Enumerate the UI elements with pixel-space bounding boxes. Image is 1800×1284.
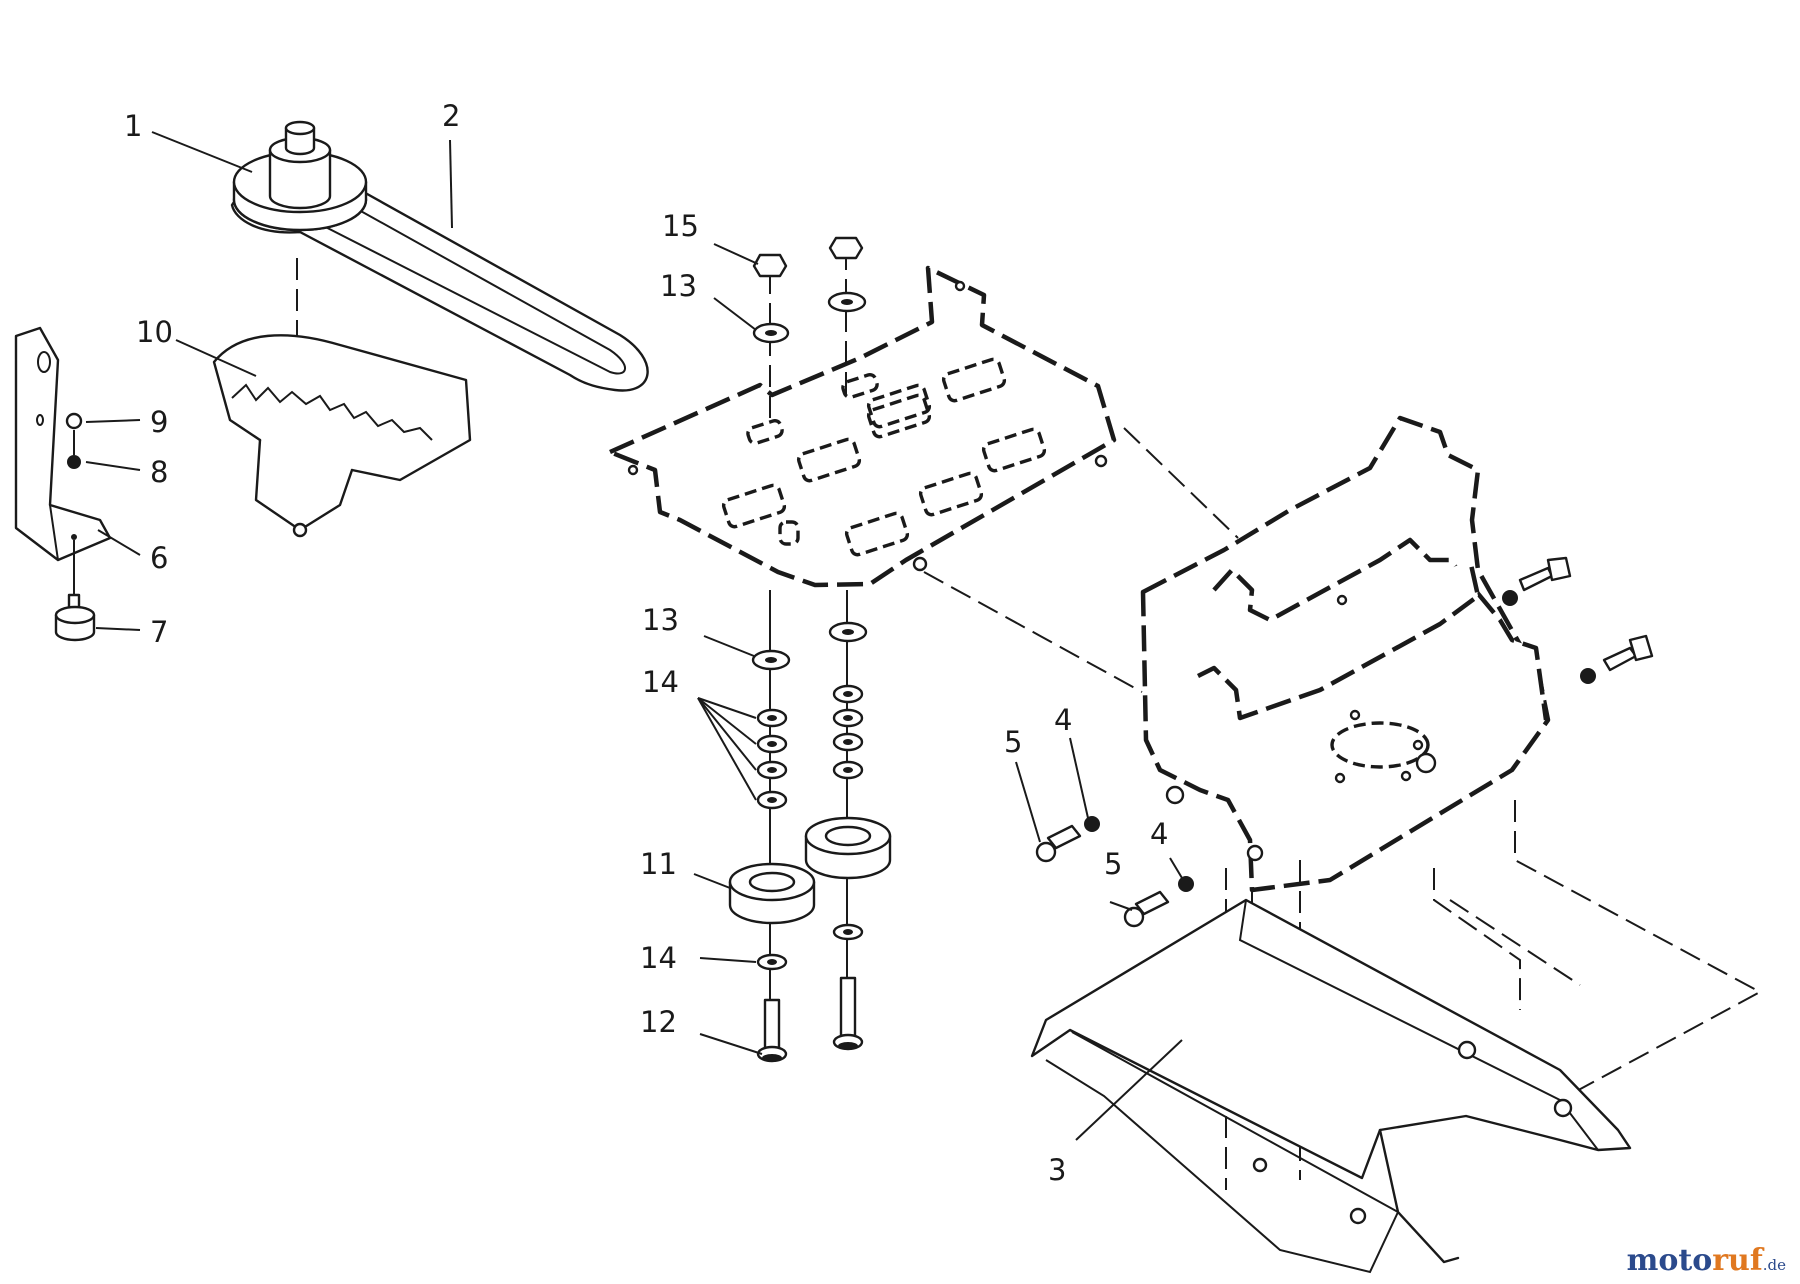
callout-7: 7 [150, 615, 168, 649]
watermark-part1: moto [1626, 1243, 1713, 1278]
belt-guard [212, 334, 472, 538]
left-pulley-stack [728, 253, 816, 1063]
watermark-part2: ruf [1712, 1243, 1763, 1278]
base-tray [1030, 898, 1632, 1274]
mounting-plate [607, 265, 1117, 588]
watermark-part3: .de [1762, 1256, 1786, 1274]
callout-9: 9 [150, 405, 168, 439]
callout-13-bottom: 13 [642, 603, 679, 637]
callout-6: 6 [150, 541, 168, 575]
callout-15: 15 [662, 209, 699, 243]
right-pulley-stack [804, 236, 892, 1051]
bolt-right-upper [1502, 556, 1572, 606]
callout-13-top: 13 [660, 269, 697, 303]
callout-3: 3 [1048, 1153, 1066, 1187]
nut-9 [65, 412, 83, 430]
bolt-5-upper [1035, 816, 1100, 863]
callout-4-lower: 4 [1150, 817, 1168, 851]
callout-5-upper: 5 [1004, 725, 1022, 759]
callout-labels: 1 2 10 9 8 6 7 15 13 13 14 11 14 12 5 4 … [124, 99, 1168, 1187]
callout-1: 1 [124, 109, 142, 143]
callout-14-single: 14 [640, 941, 677, 975]
leader-lines [85, 131, 1183, 1141]
callout-14-group: 14 [642, 665, 679, 699]
callout-12: 12 [640, 1005, 677, 1039]
motor-bracket [1140, 415, 1551, 893]
drive-pulley [232, 120, 368, 232]
bolt-5-lower [1123, 876, 1194, 928]
mounting-bracket [14, 326, 112, 562]
callout-2: 2 [442, 99, 460, 133]
washer-8 [67, 455, 81, 469]
callout-10: 10 [136, 315, 173, 349]
callout-8: 8 [150, 455, 168, 489]
callout-5-lower: 5 [1104, 847, 1122, 881]
callout-11: 11 [640, 847, 677, 881]
callout-4-upper: 4 [1054, 703, 1072, 737]
rubber-foot-7 [54, 593, 96, 642]
bolt-right-lower [1580, 634, 1654, 684]
motoruf-watermark: motoruf.de [1627, 1243, 1786, 1278]
